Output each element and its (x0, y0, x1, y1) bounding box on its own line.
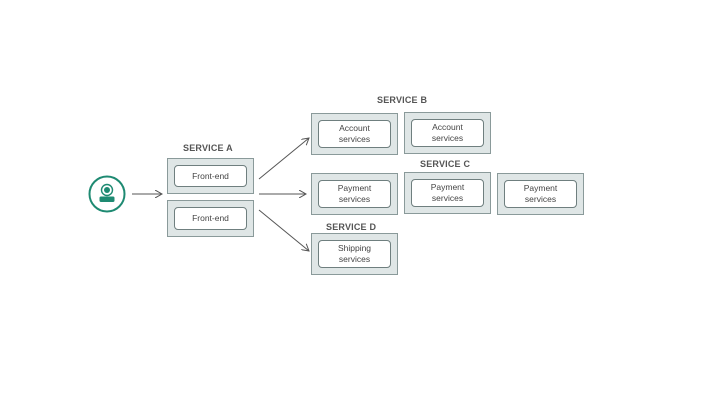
service-d-shipping: Shipping services (318, 240, 391, 268)
service-a-box: Front-end (167, 158, 254, 194)
service-c-box: Payment services (311, 173, 398, 215)
user-icon (88, 175, 126, 213)
service-c-payment-3: Payment services (504, 180, 577, 208)
service-c-box: Payment services (404, 172, 491, 214)
service-b-account-1: Account services (318, 120, 391, 148)
service-a-frontend-2: Front-end (174, 207, 247, 230)
service-b-box: Account services (311, 113, 398, 155)
service-c-box: Payment services (497, 173, 584, 215)
service-a-frontend-1: Front-end (174, 165, 247, 187)
service-d-box: Shipping services (311, 233, 398, 275)
service-b-label: SERVICE B (377, 95, 428, 105)
service-c-payment-1: Payment services (318, 180, 391, 208)
service-c-payment-2: Payment services (411, 179, 484, 207)
service-b-account-2: Account services (411, 119, 484, 147)
service-a-box: Front-end (167, 200, 254, 237)
arrow-a-to-service-d (258, 209, 309, 251)
service-a-label: SERVICE A (183, 143, 233, 153)
service-b-box: Account services (404, 112, 491, 154)
service-d-label: SERVICE D (326, 222, 377, 232)
arrow-a-to-service-b (258, 138, 309, 180)
user-avatar (88, 175, 126, 213)
service-c-label: SERVICE C (420, 159, 471, 169)
